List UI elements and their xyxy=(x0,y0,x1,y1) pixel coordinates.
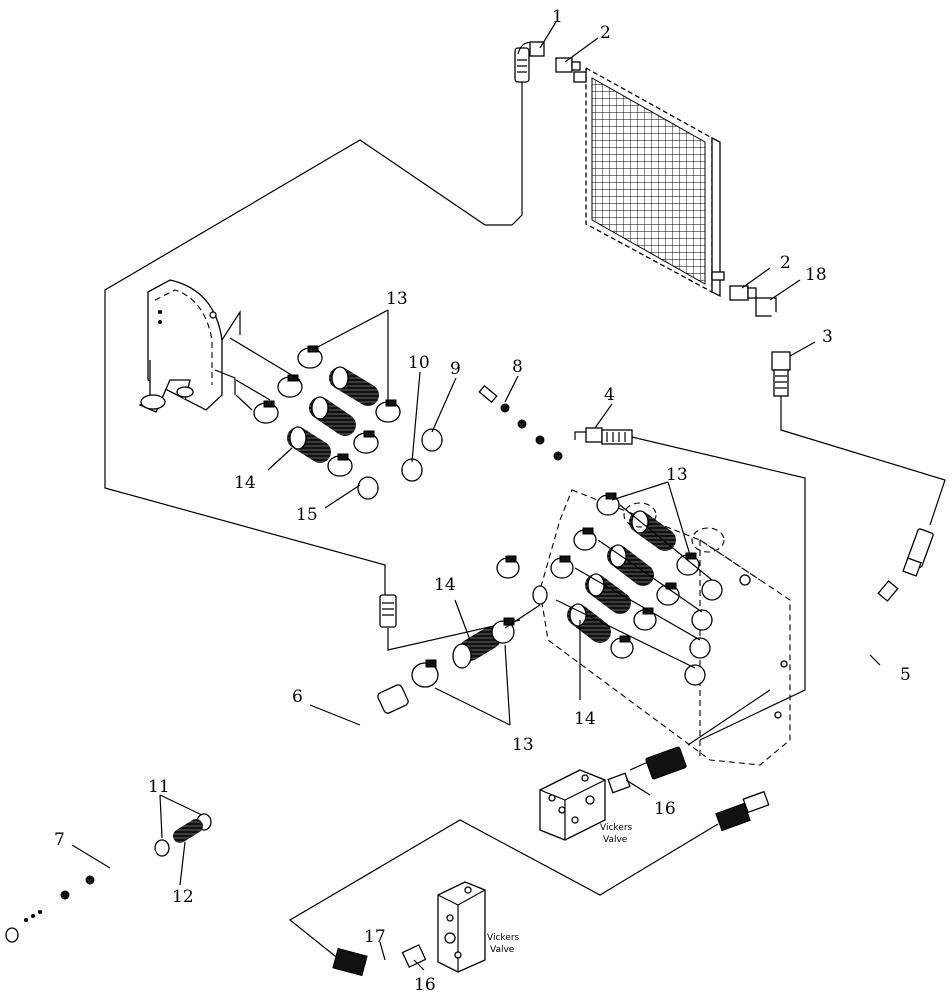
callout-5: 5 xyxy=(900,665,911,685)
hose-10 xyxy=(401,458,541,551)
callout-13-top: 13 xyxy=(386,289,408,309)
hose-9 xyxy=(421,428,559,526)
oil-cooler xyxy=(573,66,725,298)
callout-6: 6 xyxy=(292,687,303,707)
callout-17: 17 xyxy=(364,927,386,947)
callout-14-left: 14 xyxy=(234,473,256,493)
hose-sleeves-tank xyxy=(567,510,676,643)
hose-route-loop xyxy=(104,82,523,600)
callout-labels: 1 2 2 18 3 13 10 9 8 4 14 15 13 14 14 13… xyxy=(54,7,911,995)
valve-2-label-line2: Valve xyxy=(490,945,515,955)
callout-10: 10 xyxy=(408,353,430,373)
adapter-fitting-right xyxy=(729,285,757,301)
callout-2-top: 2 xyxy=(600,23,611,43)
adapter-fitting-top xyxy=(555,57,581,73)
hose-end-fitting-mid xyxy=(379,594,397,628)
callout-13-tank: 13 xyxy=(666,465,688,485)
leader-lines xyxy=(71,21,881,971)
callout-16-lower: 16 xyxy=(414,975,436,995)
hose-sleeves-left xyxy=(287,366,379,463)
valve-1-label-line1: Vickers xyxy=(600,823,633,833)
sleeve-12 xyxy=(173,819,203,843)
elbow-fitting-right xyxy=(755,297,788,346)
fitting-4 xyxy=(585,427,633,445)
callout-4: 4 xyxy=(604,385,615,405)
callout-7: 7 xyxy=(54,830,65,850)
vickers-valve-1 xyxy=(539,769,606,841)
fitting-16-upper xyxy=(607,746,687,794)
callout-2-right: 2 xyxy=(780,253,791,273)
tube-6 xyxy=(214,684,409,811)
callout-18: 18 xyxy=(805,265,827,285)
straight-fitting-right xyxy=(771,351,791,397)
vickers-valve-2 xyxy=(437,881,486,973)
callout-11: 11 xyxy=(148,777,170,797)
valve-2-label-line1: Vickers xyxy=(487,933,520,943)
valve-text-labels: Vickers Valve Vickers Valve xyxy=(487,823,633,955)
fan-shroud xyxy=(138,279,223,413)
callout-14-tank: 14 xyxy=(574,709,596,729)
clamp-group-tank xyxy=(550,492,700,659)
clamp-group-left xyxy=(253,345,401,477)
tank-ports xyxy=(684,579,723,686)
fitting-right-lower xyxy=(902,528,934,577)
callout-12: 12 xyxy=(172,887,194,907)
fitting-16-lower xyxy=(401,944,427,968)
fitting-tube-5-lower xyxy=(715,790,770,832)
elbow-fitting-17 xyxy=(332,947,403,977)
tube-7 xyxy=(5,848,157,943)
hose-route-right xyxy=(780,396,946,526)
callout-1: 1 xyxy=(552,7,563,27)
hose-15 xyxy=(357,476,493,566)
callout-13-bottom: 13 xyxy=(512,735,534,755)
callout-16-upper: 16 xyxy=(654,799,676,819)
callout-15: 15 xyxy=(296,505,318,525)
callout-8: 8 xyxy=(512,357,523,377)
callout-9: 9 xyxy=(450,359,461,379)
clamps-11 xyxy=(154,813,212,857)
callout-14-front: 14 xyxy=(434,575,456,595)
callout-3: 3 xyxy=(822,327,833,347)
manifold-8 xyxy=(478,384,583,486)
front-lower-group xyxy=(411,555,548,688)
elbow-fitting-top xyxy=(514,41,545,83)
valve-1-label-line2: Valve xyxy=(603,835,628,845)
